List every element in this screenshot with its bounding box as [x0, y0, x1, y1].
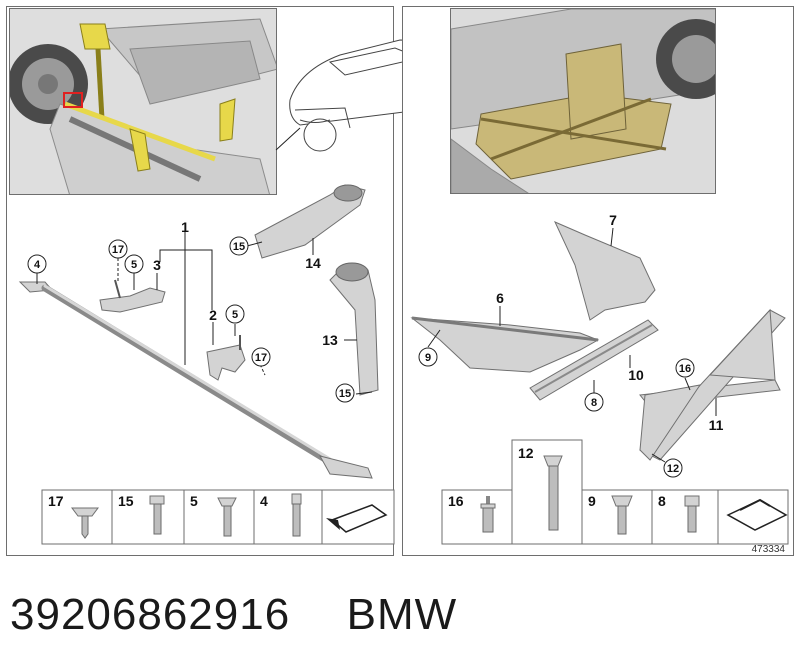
hw-label-5: 5	[190, 493, 198, 509]
chassis-illustration-left	[10, 9, 276, 194]
callout-5b: 5	[225, 304, 245, 324]
hw-label-16: 16	[448, 493, 464, 509]
svg-text:5: 5	[232, 309, 238, 321]
part-number-caption: 39206862916 BMW	[10, 590, 457, 640]
clip-icon	[71, 507, 99, 539]
left-hardware-strip: 17 15 5 4	[41, 489, 395, 545]
callout-10: 10	[628, 367, 644, 383]
svg-text:12: 12	[667, 463, 679, 475]
part-10-rail	[529, 319, 659, 401]
callout-1: 1	[181, 219, 189, 235]
location-marker-icon	[63, 92, 83, 108]
callout-14: 14	[305, 255, 321, 271]
svg-text:8: 8	[591, 397, 597, 409]
bolt-icon	[217, 497, 237, 537]
svg-text:5: 5	[131, 259, 137, 271]
hw-label-17: 17	[48, 493, 64, 509]
callout-11: 11	[709, 417, 724, 433]
callout-15a: 15	[229, 236, 249, 256]
callout-17a: 17	[108, 239, 128, 259]
callout-13: 13	[322, 332, 338, 348]
bolt-icon	[291, 493, 302, 537]
callout-3: 3	[153, 257, 161, 273]
part-7-panel	[553, 221, 656, 321]
callout-7: 7	[609, 212, 617, 228]
hw-label-4: 4	[260, 493, 268, 509]
callout-2: 2	[209, 307, 217, 323]
arrow-plate-icon	[726, 498, 788, 531]
hw-label-12: 12	[518, 445, 534, 461]
part-4-strut-bar	[18, 281, 373, 479]
svg-text:16: 16	[679, 363, 691, 375]
part-3-bracket	[99, 279, 166, 313]
right-location-thumbnail	[450, 8, 716, 194]
hw-label-8: 8	[658, 493, 666, 509]
hw-label-9: 9	[588, 493, 596, 509]
left-location-thumbnail	[9, 8, 277, 195]
svg-text:15: 15	[339, 388, 351, 400]
chassis-illustration-right	[451, 9, 715, 193]
callout-6: 6	[496, 290, 504, 306]
svg-text:17: 17	[112, 244, 124, 256]
bolt-icon	[611, 495, 633, 535]
svg-text:4: 4	[34, 259, 41, 271]
right-hardware-strip: 16 12 9 8	[441, 439, 789, 545]
bolt-icon	[149, 495, 165, 535]
brand-name: BMW	[346, 590, 458, 639]
part-2-bracket	[206, 335, 246, 381]
rivet-icon	[480, 496, 496, 533]
callout-4: 4	[27, 254, 47, 274]
callout-8: 8	[584, 392, 604, 412]
part-6-panel	[410, 316, 600, 373]
svg-text:15: 15	[233, 241, 245, 253]
part-13-tube-bracket	[329, 262, 379, 396]
bolt-icon	[684, 495, 700, 533]
callout-16: 16	[675, 358, 695, 378]
bolt-icon	[543, 455, 563, 531]
part-number: 39206862916	[10, 590, 291, 639]
part-11-cross-brace	[639, 308, 786, 461]
callout-5a: 5	[124, 254, 144, 274]
arrow-plate-icon	[326, 504, 388, 533]
svg-text:9: 9	[425, 352, 431, 364]
svg-text:17: 17	[255, 352, 267, 364]
part-14-tube-bracket	[254, 184, 366, 259]
callout-12a: 12	[663, 458, 683, 478]
hw-label-15: 15	[118, 493, 134, 509]
drawing-number: 473334	[752, 544, 786, 555]
callout-15b: 15	[335, 383, 355, 403]
callout-9: 9	[418, 347, 438, 367]
callout-17b: 17	[251, 347, 271, 367]
